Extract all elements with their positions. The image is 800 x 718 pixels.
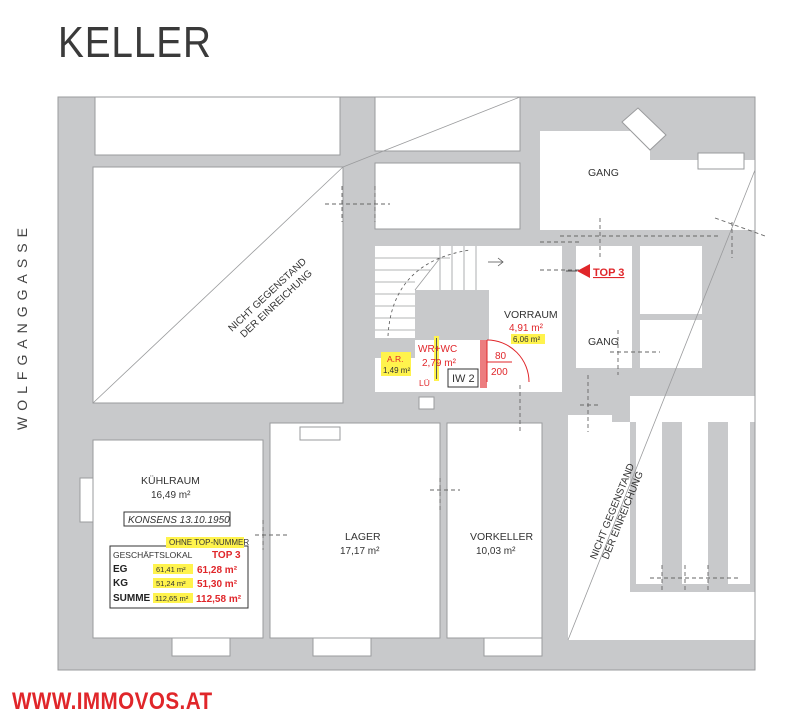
- row-eg-key: EG: [113, 564, 128, 575]
- row-kg-old: 51,24 m²: [156, 579, 186, 588]
- row-kg-key: KG: [113, 578, 128, 589]
- dashed-openings: [255, 186, 766, 590]
- ar-label: A.R.: [387, 354, 404, 364]
- plan-title: KELLER: [58, 18, 212, 67]
- not-subject-diagonals: [92, 96, 756, 641]
- vorkeller-label: VORKELLER: [470, 531, 533, 543]
- ar-highlight: [381, 352, 411, 376]
- lager-area: 17,17 m²: [340, 546, 380, 557]
- door-width-80: 80: [495, 351, 507, 362]
- wc-yellow-walls: [434, 336, 487, 388]
- row-eg-old: 61,41 m²: [156, 565, 186, 574]
- vorraum-alt-highlight: [511, 334, 545, 344]
- summary-unit: TOP 3: [212, 550, 241, 561]
- row-sum-key: SUMME: [113, 593, 151, 604]
- vorraum-area: 4,91 m²: [509, 323, 544, 334]
- wrwc-label: WR+WC: [418, 344, 457, 355]
- gang-top-label: GANG: [588, 167, 619, 179]
- row-eg-new: 61,28 m²: [197, 565, 238, 576]
- area-summary: OHNE TOP-NUMMER GESCHÄFTSLOKAL TOP 3 EG …: [109, 537, 249, 609]
- lager-label: LAGER: [345, 531, 381, 543]
- row-sum-old: 112,65 m²: [155, 594, 189, 603]
- gang-mid-label: GANG: [588, 336, 619, 348]
- vorkeller-area: 10,03 m²: [476, 546, 516, 557]
- door-height-200: 200: [491, 367, 508, 378]
- summary-header: OHNE TOP-NUMMER: [169, 538, 249, 547]
- wrwc-area: 2,79 m²: [422, 358, 457, 369]
- kuehlraum-area: 16,49 m²: [151, 490, 191, 501]
- vorraum-area-alt: 6,06 m²: [513, 335, 540, 344]
- wall-outlines: [57, 96, 756, 671]
- website-link[interactable]: WWW.IMMOVOS.AT: [12, 688, 213, 715]
- row-kg-new: 51,30 m²: [197, 579, 238, 590]
- konsens-label: KONSENS 13.10.1950: [128, 515, 230, 526]
- ar-area: 1,49 m²: [383, 366, 410, 375]
- row-sum-new: 112,58 m²: [196, 594, 242, 605]
- top3-label: TOP 3: [593, 267, 624, 279]
- iw-label: IW 2: [452, 373, 475, 385]
- summary-label: GESCHÄFTSLOKAL: [113, 550, 193, 560]
- konsens-box: [123, 511, 231, 527]
- staircase: [375, 246, 504, 337]
- kuehlraum-label: KÜHLRAUM: [141, 475, 200, 487]
- top3-arrow-icon: [577, 264, 590, 278]
- vorraum-label: VORRAUM: [504, 309, 558, 321]
- iw-box: [447, 368, 479, 388]
- lue-label: LÜ: [419, 378, 430, 388]
- windows: [79, 107, 745, 657]
